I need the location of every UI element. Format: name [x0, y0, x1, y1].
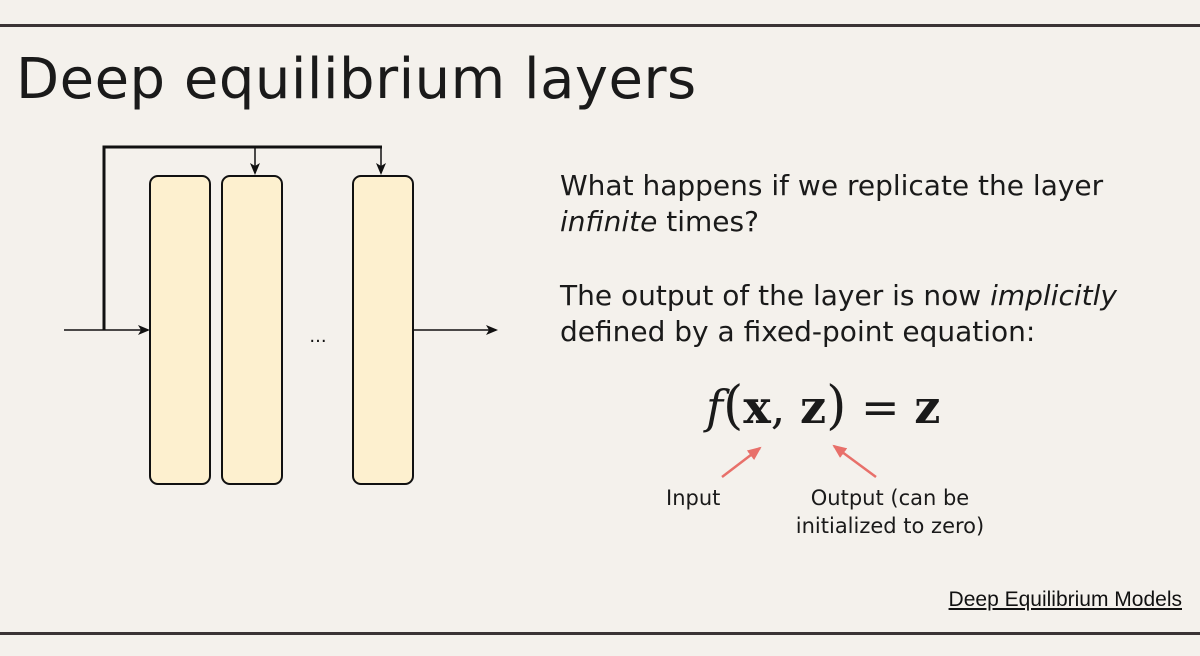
- skip-connection-line: [102, 145, 382, 330]
- statement-line-1: The output of the layer is now: [560, 279, 991, 312]
- eq-x: x: [743, 380, 771, 434]
- bottom-rule: [0, 632, 1200, 635]
- fixed-point-equation: f(x, z) = z: [706, 380, 940, 432]
- layer-block-n: [352, 175, 414, 485]
- eq-f: f: [706, 380, 724, 434]
- question-line-1: What happens if we replicate the layer: [560, 169, 1104, 202]
- output-label-line-1: Output (can be: [810, 486, 970, 510]
- eq-z-output: z: [914, 380, 941, 434]
- layer-block-2: [221, 175, 283, 485]
- statement-line-2: defined by a fixed-point equation:: [560, 315, 1036, 348]
- question-paragraph: What happens if we replicate the layer i…: [560, 168, 1103, 240]
- top-rule: [0, 24, 1200, 27]
- slide-title: Deep equilibrium layers: [16, 47, 697, 112]
- input-label: Input: [666, 486, 721, 510]
- input-annotation-arrow: [721, 446, 762, 478]
- eq-comma: ,: [770, 380, 801, 434]
- reference-link[interactable]: Deep Equilibrium Models: [948, 588, 1182, 611]
- statement-italic: implicitly: [990, 279, 1117, 312]
- output-annotation-arrow: [832, 444, 877, 479]
- layer-block-1: [149, 175, 211, 485]
- eq-equals: =: [846, 380, 915, 434]
- statement-paragraph: The output of the layer is now implicitl…: [560, 278, 1117, 350]
- output-label-line-2: initialized to zero): [795, 514, 985, 538]
- ellipsis-label: ...: [309, 326, 326, 347]
- output-label: Output (can be initialized to zero): [780, 484, 1000, 540]
- question-rest: times?: [657, 205, 759, 238]
- eq-z-input: z: [800, 380, 827, 434]
- question-italic: infinite: [560, 205, 658, 238]
- eq-close-paren: ): [826, 376, 847, 436]
- eq-open-paren: (: [723, 376, 744, 436]
